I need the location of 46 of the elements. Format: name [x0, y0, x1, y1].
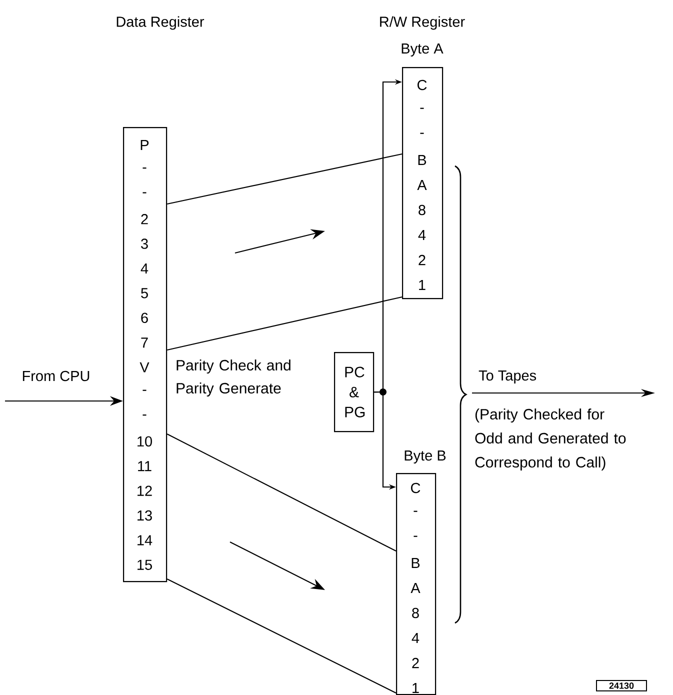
- note: (Parity Checked for Odd and Generated to Correspond to Call): [475, 408, 626, 470]
- bit-label: 15: [138, 560, 152, 570]
- bit-label: -: [142, 414, 146, 416]
- bit-label: 4: [412, 633, 420, 643]
- bit-label: 4: [418, 230, 426, 240]
- bit-label: 14: [138, 535, 152, 546]
- bit-label: A: [417, 180, 427, 190]
- register-heading: Byte B: [404, 450, 446, 464]
- note: Parity Check and Parity Generate: [176, 360, 290, 396]
- bit-label: 10: [138, 436, 152, 447]
- register-heading: Byte A: [402, 44, 444, 56]
- bit-label: -: [414, 510, 418, 512]
- bit-label: 2: [412, 658, 419, 668]
- bit-label: 8: [418, 204, 426, 216]
- bit-label: 11: [138, 461, 152, 472]
- bit-label: -: [420, 132, 424, 134]
- output-label: To Tapes: [478, 370, 536, 384]
- bit-label: -: [142, 192, 146, 194]
- bit-label: A: [410, 583, 420, 593]
- bit-label: 4: [140, 264, 148, 274]
- bit-label: 3: [141, 238, 148, 249]
- register-heading: Data Register: [116, 16, 204, 30]
- bit-label: C: [411, 482, 420, 494]
- edge-label: From CPU: [20, 370, 92, 382]
- bit-label: 6: [141, 312, 148, 324]
- bit-label: -: [420, 108, 424, 109]
- bit-label: 1: [412, 683, 419, 693]
- bit-label: P: [140, 140, 149, 150]
- bit-label: 8: [412, 608, 419, 618]
- bit-label: 13: [138, 510, 152, 521]
- bit-label: -: [142, 390, 146, 391]
- register-heading: R/W Register: [380, 16, 465, 30]
- bit-label: -: [414, 536, 418, 537]
- bit-label: 2: [418, 254, 426, 266]
- bit-label: B: [418, 155, 426, 165]
- bit-label: B: [412, 558, 420, 568]
- figure-number: 24130: [596, 680, 647, 692]
- register-box: PC & PG: [334, 352, 374, 432]
- bit-label: C: [418, 80, 427, 90]
- bit-label: 12: [138, 486, 152, 496]
- bit-label: 5: [141, 288, 148, 298]
- bit-label: 1: [419, 280, 426, 290]
- bit-label: -: [142, 168, 146, 169]
- bit-label: 2: [141, 214, 148, 224]
- bit-label: 7: [141, 338, 148, 348]
- bit-label: V: [140, 362, 150, 372]
